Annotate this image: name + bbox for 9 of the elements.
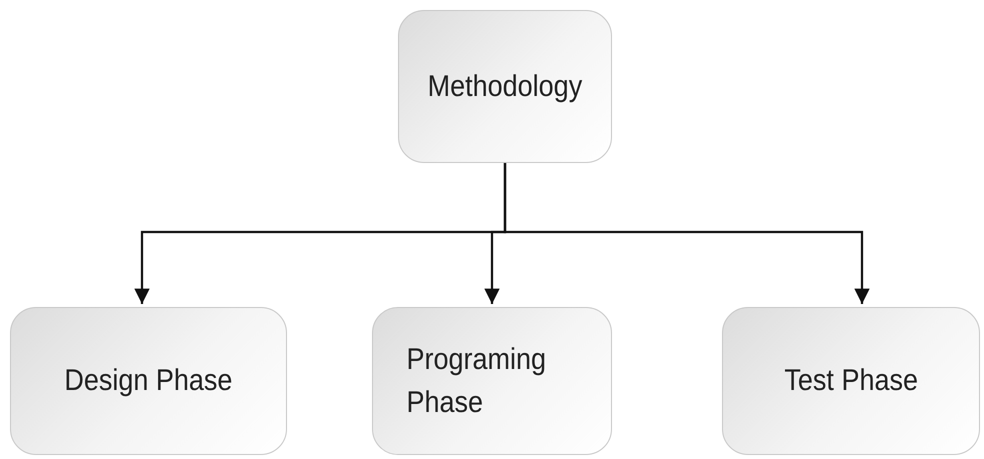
rounded-box (372, 307, 612, 455)
node-label: Programing Phase (406, 342, 548, 421)
rounded-box (10, 307, 287, 455)
rounded-box (722, 307, 980, 455)
node-label: Methodology (428, 68, 582, 105)
node-label: Design Phase (64, 363, 233, 400)
rounded-box (398, 10, 612, 163)
arrow (504, 163, 870, 304)
node-label: Test Phase (784, 363, 918, 400)
